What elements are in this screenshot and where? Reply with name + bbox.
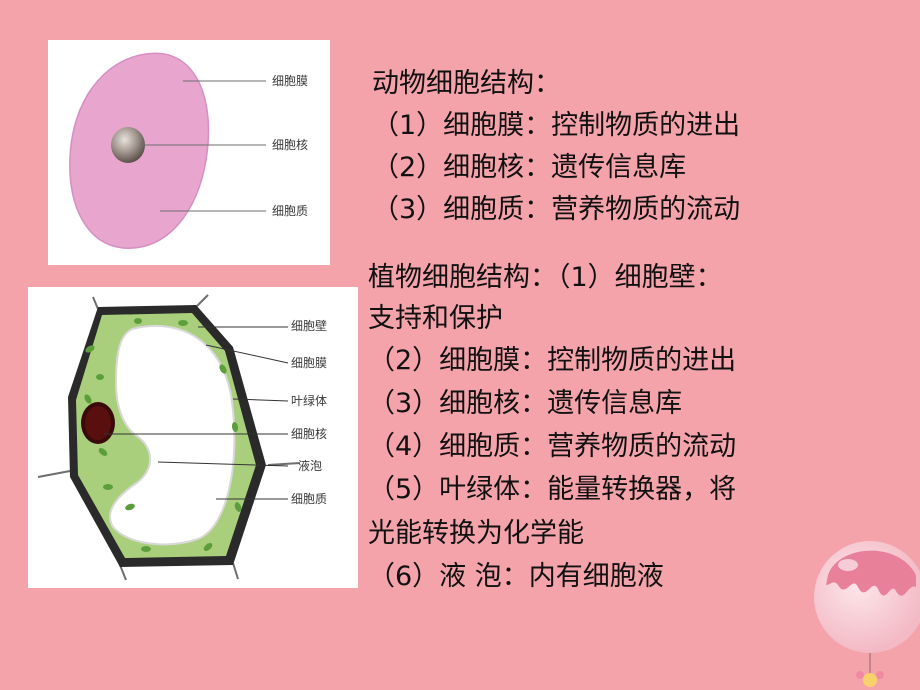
animal-heading: 动物细胞结构： xyxy=(372,68,561,99)
label-nucleus: 细胞核 xyxy=(291,427,328,441)
label-chloroplast: 叶绿体 xyxy=(291,394,328,408)
plant-line-1: 植物细胞结构：（1）细胞壁： xyxy=(368,262,723,293)
animal-item-3: （3）细胞质：营养物质的流动 xyxy=(372,194,741,225)
label-cell-membrane: 细胞膜 xyxy=(272,74,309,88)
plant-line-2: 支持和保护 xyxy=(368,303,503,334)
label-cytoplasm: 细胞质 xyxy=(291,492,328,506)
animal-nucleus xyxy=(111,127,145,163)
plant-cell-diagram: 细胞壁 细胞膜 叶绿体 细胞核 液泡 细胞质 xyxy=(28,287,358,588)
label-cell-wall: 细胞壁 xyxy=(291,319,328,333)
ice-cream-balloon-icon xyxy=(808,535,920,690)
label-cell-membrane: 细胞膜 xyxy=(291,356,328,370)
plant-line-3: （2）细胞膜：控制物质的进出 xyxy=(368,345,737,376)
plant-line-6: （5）叶绿体：能量转换器，将 xyxy=(368,474,737,505)
animal-cell-diagram: 细胞膜 细胞核 细胞质 xyxy=(48,40,330,265)
label-cytoplasm: 细胞质 xyxy=(272,204,309,218)
plant-line-8: （6）液 泡：内有细胞液 xyxy=(368,561,664,592)
chloroplasts xyxy=(84,318,242,552)
animal-item-2: （2）细胞核：遗传信息库 xyxy=(372,152,687,183)
label-vacuole: 液泡 xyxy=(298,459,323,473)
plant-line-7: 光能转换为化学能 xyxy=(368,518,584,549)
label-nucleus: 细胞核 xyxy=(272,138,309,152)
plant-vacuole xyxy=(108,324,236,546)
plant-line-5: （4）细胞质：营养物质的流动 xyxy=(368,431,737,462)
plant-line-4: （3）细胞核：遗传信息库 xyxy=(368,388,683,419)
animal-item-1: （1）细胞膜：控制物质的进出 xyxy=(372,110,741,141)
